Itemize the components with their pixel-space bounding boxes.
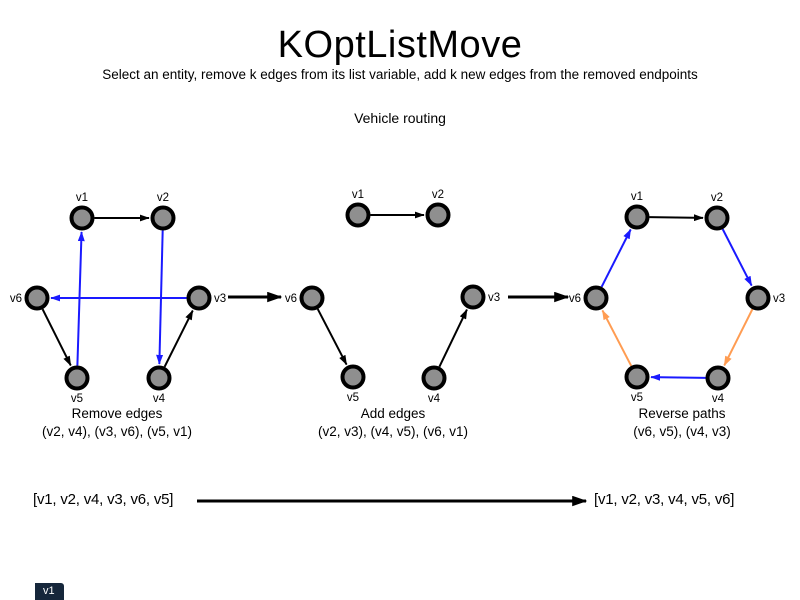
node-label-v6: v6 [285, 293, 297, 305]
node-label-v5: v5 [71, 393, 83, 405]
graph-edge-v5-v6 [601, 309, 633, 367]
graph-node-v5 [624, 364, 650, 390]
node-label-v4: v4 [428, 393, 441, 405]
graph-node-v1 [69, 205, 95, 231]
node-label-v2: v2 [711, 192, 723, 204]
graph-node-v2 [425, 202, 451, 228]
node-label-v2: v2 [157, 192, 169, 204]
caption-add-edges: Add edges (v2, v3), (v4, v5), (v6, v1) [287, 405, 499, 440]
caption-add-detail: (v2, v3), (v4, v5), (v6, v1) [317, 423, 469, 439]
graph-edge-v4-v3 [438, 308, 468, 368]
graph-node-v3 [745, 285, 771, 311]
graph-node-v2 [704, 205, 730, 231]
node-label-v4: v4 [712, 393, 725, 405]
graph-edge-v5-v1 [76, 231, 85, 366]
caption-remove-detail: (v2, v4), (v3, v6), (v5, v1) [41, 423, 193, 439]
node-label-v1: v1 [76, 192, 88, 204]
graph-node-v3 [460, 284, 486, 310]
node-label-v3: v3 [773, 293, 785, 305]
node-label-v4: v4 [153, 393, 166, 405]
page-subtitle: Select an entity, remove k edges from it… [102, 67, 698, 82]
graph-node-v6 [583, 285, 609, 311]
caption-add-title: Add edges [360, 406, 426, 421]
context-label: Vehicle routing [354, 110, 446, 126]
node-label-v5: v5 [631, 392, 643, 404]
graph-edge-v6-v5 [41, 308, 72, 367]
node-label-v3: v3 [488, 292, 500, 304]
graph-node-v5 [340, 364, 366, 390]
graph-node-v1 [345, 202, 371, 228]
graph-edge-v2-v3 [721, 228, 753, 287]
graph-edge-v4-v3 [163, 309, 194, 368]
graph-edge-v6-v1 [600, 228, 632, 288]
list-after: [v1, v2, v3, v4, v5, v6] [594, 491, 735, 508]
graph-node-v6 [24, 285, 50, 311]
node-label-v6: v6 [10, 293, 22, 305]
graph-node-v2 [150, 205, 176, 231]
caption-remove-title: Remove edges [71, 406, 163, 421]
page-title: KOptListMove [277, 24, 523, 66]
node-label-v1: v1 [352, 189, 364, 201]
graph-edge-v1-v2 [649, 214, 704, 222]
caption-reverse-detail: (v6, v5), (v4, v3) [633, 423, 731, 439]
graph-edge-v6-v5 [316, 308, 348, 366]
list-before: [v1, v2, v4, v3, v6, v5] [33, 491, 174, 508]
graph-node-v4 [705, 365, 731, 391]
graph-node-v1 [624, 204, 650, 230]
caption-reverse-title: Reverse paths [638, 406, 726, 421]
graph-node-v6 [299, 285, 325, 311]
graph-node-v5 [64, 365, 90, 391]
node-label-v1: v1 [631, 191, 643, 203]
node-label-v5: v5 [347, 392, 359, 404]
node-label-v3: v3 [214, 293, 226, 305]
status-bar: v1 [35, 583, 64, 600]
caption-remove-edges: Remove edges (v2, v4), (v3, v6), (v5, v1… [11, 405, 223, 440]
graph-edge-v4-v5 [650, 373, 706, 381]
node-label-v6: v6 [569, 293, 581, 305]
graph-edge-v3-v4 [723, 308, 754, 367]
node-label-v2: v2 [432, 189, 444, 201]
caption-reverse-paths: Reverse paths (v6, v5), (v4, v3) [576, 405, 788, 440]
graph-node-v4 [421, 365, 447, 391]
graph-node-v4 [146, 365, 172, 391]
graph-node-v3 [186, 285, 212, 311]
